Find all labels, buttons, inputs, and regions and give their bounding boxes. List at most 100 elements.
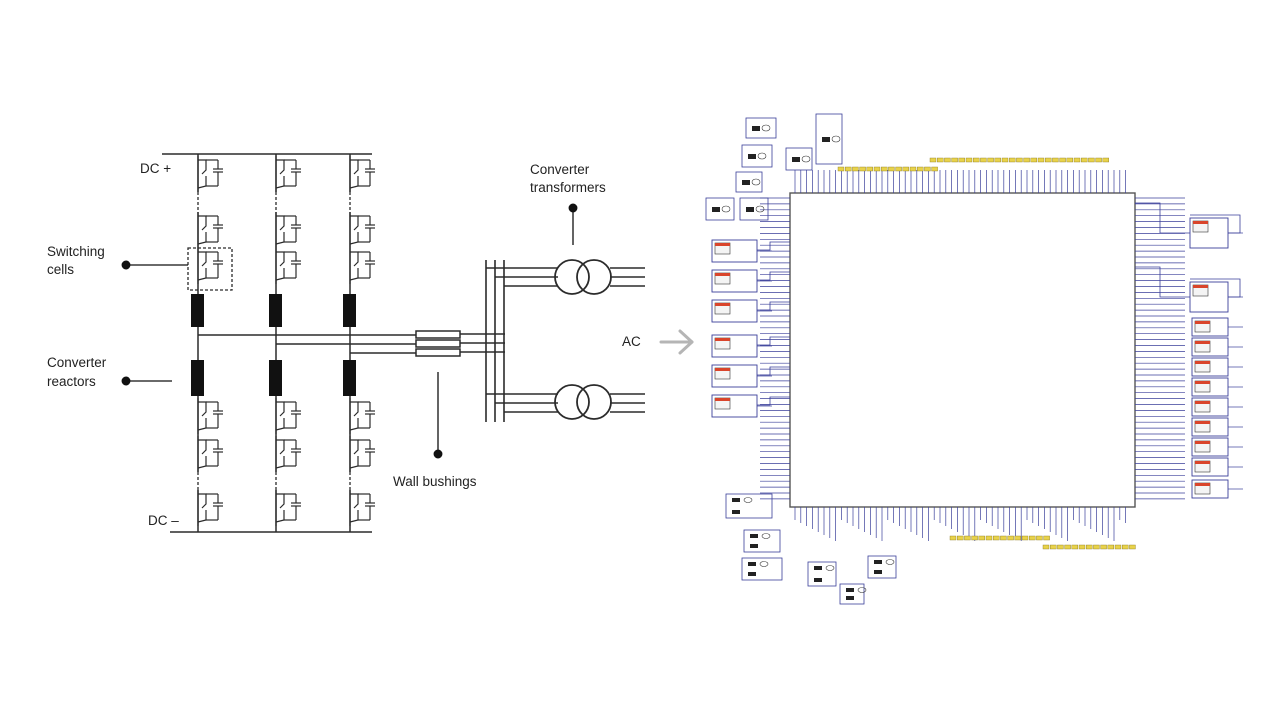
dc-minus-label: DC –	[148, 513, 179, 528]
connector-pad	[909, 166, 917, 172]
dot-pointer-icon	[433, 449, 443, 459]
connector-pad	[1052, 157, 1059, 163]
connector-pad	[987, 157, 994, 163]
converter-legs	[191, 154, 375, 532]
switching-cell	[275, 490, 301, 526]
switching-cell	[349, 156, 375, 192]
connector-pad	[958, 157, 965, 163]
ac-label: AC	[622, 334, 641, 349]
converter-reactor-upper	[191, 294, 204, 327]
connector-pad	[1085, 544, 1093, 550]
connector-pad	[1021, 535, 1029, 541]
switching-cell	[197, 490, 223, 526]
connector-pad	[978, 535, 985, 541]
converter-transformers-label-2: transformers	[530, 180, 606, 195]
wall-bushing-1	[415, 330, 461, 339]
left-routing-wires	[757, 241, 790, 406]
connector-pad	[866, 166, 873, 172]
converter-leg-2	[269, 154, 301, 532]
switching-cell	[275, 398, 301, 434]
converter-reactor-lower	[343, 360, 356, 396]
dc-plus-label: DC +	[140, 161, 171, 176]
connector-pad	[1064, 544, 1071, 550]
connector-pad	[845, 166, 852, 172]
dot-pointer-icon	[121, 376, 131, 386]
connector-pad	[993, 535, 1000, 541]
connector-pad	[957, 535, 964, 541]
peripheral-block	[1191, 337, 1243, 357]
converter-leg-3	[343, 154, 375, 532]
peripheral-block	[1189, 217, 1243, 249]
connector-pad	[1093, 544, 1100, 550]
connector-pad	[888, 166, 895, 172]
switching-cell	[197, 248, 223, 284]
connector-pad	[1102, 157, 1110, 163]
right-arrow-icon	[659, 329, 694, 355]
connector-pad	[1080, 157, 1088, 163]
wall-bushing-3	[415, 348, 461, 357]
connector-pad	[973, 157, 980, 163]
peripheral-block	[711, 364, 772, 388]
switching-cell	[349, 398, 375, 434]
switching-cell	[197, 436, 223, 472]
connector-pad	[859, 166, 866, 172]
connector-pad	[931, 166, 938, 172]
connector-pad	[965, 157, 973, 163]
peripheral-block	[711, 239, 772, 263]
connector-pad	[937, 157, 944, 163]
control-circuit-block	[807, 561, 837, 587]
connector-pad	[1023, 157, 1030, 163]
switching-cells-label-2: cells	[47, 262, 74, 277]
connector-pad	[951, 157, 958, 163]
peripheral-block	[1191, 479, 1243, 499]
control-circuit-block	[839, 583, 867, 605]
connector-pad	[971, 535, 978, 541]
connector-pad	[1001, 157, 1009, 163]
peripheral-block	[1191, 377, 1243, 397]
converter-reactor-upper	[343, 294, 356, 327]
control-circuit-block	[815, 113, 843, 165]
control-circuit-block	[745, 117, 777, 139]
control-circuit-block	[785, 147, 813, 171]
switching-cells-label-1: Switching	[47, 244, 105, 259]
peripheral-block	[1189, 281, 1243, 313]
control-circuit-block	[705, 197, 735, 221]
peripheral-block	[1191, 317, 1243, 337]
control-circuit-block	[741, 144, 773, 168]
connector-pad	[1049, 544, 1057, 550]
peripheral-block	[1191, 457, 1243, 477]
switching-cell	[275, 212, 301, 248]
connector-pad	[917, 166, 924, 172]
switching-cell	[275, 248, 301, 284]
converter-reactor-lower	[269, 360, 282, 396]
peripheral-block	[1191, 417, 1243, 437]
connector-pad	[985, 535, 993, 541]
connector-pad	[1114, 544, 1122, 550]
control-circuit-block	[735, 171, 763, 193]
connector-pad	[929, 157, 937, 163]
control-circuit-block	[743, 529, 781, 553]
connector-pad	[1000, 535, 1007, 541]
connector-pad	[944, 157, 951, 163]
connector-pad	[902, 166, 909, 172]
peripheral-block	[711, 269, 772, 293]
connector-pad	[1088, 157, 1095, 163]
peripheral-block	[1191, 357, 1243, 377]
connector-pad	[964, 535, 971, 541]
connector-pad	[1028, 535, 1036, 541]
connector-pad	[1095, 157, 1102, 163]
connector-pad	[1059, 157, 1066, 163]
switching-cell	[275, 156, 301, 192]
converter-reactor-lower	[191, 360, 204, 396]
control-circuit-block	[867, 555, 897, 579]
callouts	[121, 203, 578, 459]
switching-cell	[197, 156, 223, 192]
connector-pad	[1016, 157, 1023, 163]
control-system-schematic	[705, 113, 1243, 605]
dot-pointer-icon	[568, 203, 578, 213]
connector-pad	[1030, 157, 1038, 163]
switching-cell	[349, 436, 375, 472]
connector-pad	[852, 166, 859, 172]
connector-pad	[994, 157, 1001, 163]
